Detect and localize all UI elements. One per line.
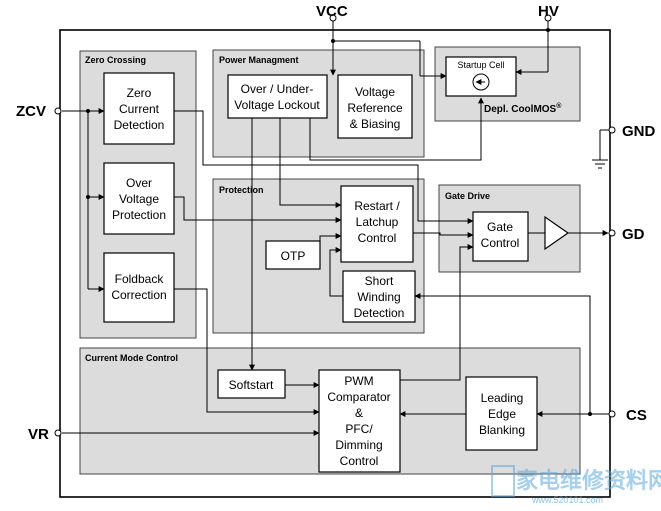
svg-text:OTP: OTP <box>281 249 306 263</box>
voltage-reference-block: Voltage Reference & Biasing <box>337 74 413 139</box>
zero-crossing-title: Zero Crossing <box>85 55 146 65</box>
watermark: 家电维修资料网 www.520101.com <box>491 465 661 505</box>
softstart-block: Softstart <box>217 369 286 399</box>
svg-text:Detection: Detection <box>114 118 165 132</box>
svg-text:Control: Control <box>358 231 397 245</box>
svg-text:Zero: Zero <box>127 86 152 100</box>
svg-text:Protection: Protection <box>112 208 166 222</box>
svg-text:Reference: Reference <box>347 101 403 115</box>
coolmos-label: Depl. CoolMOS <box>484 104 557 115</box>
svg-text:&: & <box>355 406 363 420</box>
zero-current-detection-block: Zero Current Detection <box>103 72 175 145</box>
restart-latchup-block: Restart / Latchup Control <box>340 185 414 263</box>
pin-gnd-label: GND <box>622 123 656 140</box>
svg-text:Control: Control <box>481 236 520 250</box>
svg-text:Dimming: Dimming <box>335 438 382 452</box>
uvlo-block: Over / Under- Voltage Lockout <box>227 74 328 119</box>
otp-block: OTP <box>265 240 321 270</box>
svg-text:Edge: Edge <box>488 407 516 421</box>
power-management-title: Power Managment <box>219 55 299 65</box>
pin-vr-label: VR <box>28 426 49 443</box>
svg-text:Correction: Correction <box>111 288 166 302</box>
svg-text:& Biasing: & Biasing <box>350 117 401 131</box>
svg-text:Startup Cell: Startup Cell <box>457 60 504 70</box>
foldback-correction-block: Foldback Correction <box>103 252 175 323</box>
svg-text:Voltage: Voltage <box>119 192 159 206</box>
signal-wires <box>54 14 616 437</box>
pin-cs-label: CS <box>626 407 647 424</box>
svg-text:Winding: Winding <box>357 290 400 304</box>
svg-text:Blanking: Blanking <box>479 423 525 437</box>
current-mode-control-title: Current Mode Control <box>85 353 178 363</box>
svg-text:Over: Over <box>126 176 152 190</box>
pin-hv-label: HV <box>538 3 559 20</box>
watermark-text: 家电维修资料网 <box>516 468 661 493</box>
svg-text:Gate: Gate <box>487 220 513 234</box>
gate-drive-title: Gate Drive <box>445 191 490 201</box>
startup-cell-block: Startup Cell <box>445 56 517 97</box>
svg-text:Over / Under-: Over / Under- <box>241 82 314 96</box>
pin-zcv-label: ZCV <box>16 103 46 120</box>
svg-text:Depl. CoolMOS®: Depl. CoolMOS® <box>484 102 562 115</box>
svg-text:PWM: PWM <box>344 374 373 388</box>
coolmos-registered-mark: ® <box>556 102 562 110</box>
svg-text:Leading: Leading <box>481 391 524 405</box>
pin-vcc-label: VCC <box>316 3 348 20</box>
svg-text:PFC/: PFC/ <box>345 422 373 436</box>
svg-text:Short: Short <box>365 274 394 288</box>
svg-text:Foldback: Foldback <box>115 272 165 286</box>
watermark-url: www.520101.com <box>531 495 603 505</box>
svg-text:Current: Current <box>119 102 160 116</box>
short-winding-detection-block: Short Winding Detection <box>342 270 416 323</box>
watermark-logo-icon <box>491 465 515 497</box>
svg-text:Voltage: Voltage <box>355 85 395 99</box>
pin-gd-label: GD <box>622 226 645 243</box>
svg-text:Restart /: Restart / <box>354 199 400 213</box>
svg-text:Comparator: Comparator <box>327 390 390 404</box>
svg-text:Voltage Lockout: Voltage Lockout <box>234 98 320 112</box>
leading-edge-blanking-block: Leading Edge Blanking <box>465 376 538 451</box>
gate-control-block: Gate Control <box>472 211 529 262</box>
svg-text:Detection: Detection <box>354 306 405 320</box>
protection-title: Protection <box>219 185 264 195</box>
svg-text:Control: Control <box>340 454 379 468</box>
over-voltage-protection-block: Over Voltage Protection <box>103 162 175 235</box>
svg-text:Latchup: Latchup <box>356 215 399 229</box>
pwm-comparator-block: PWM Comparator & PFC/ Dimming Control <box>318 369 401 473</box>
svg-text:Softstart: Softstart <box>229 378 274 392</box>
